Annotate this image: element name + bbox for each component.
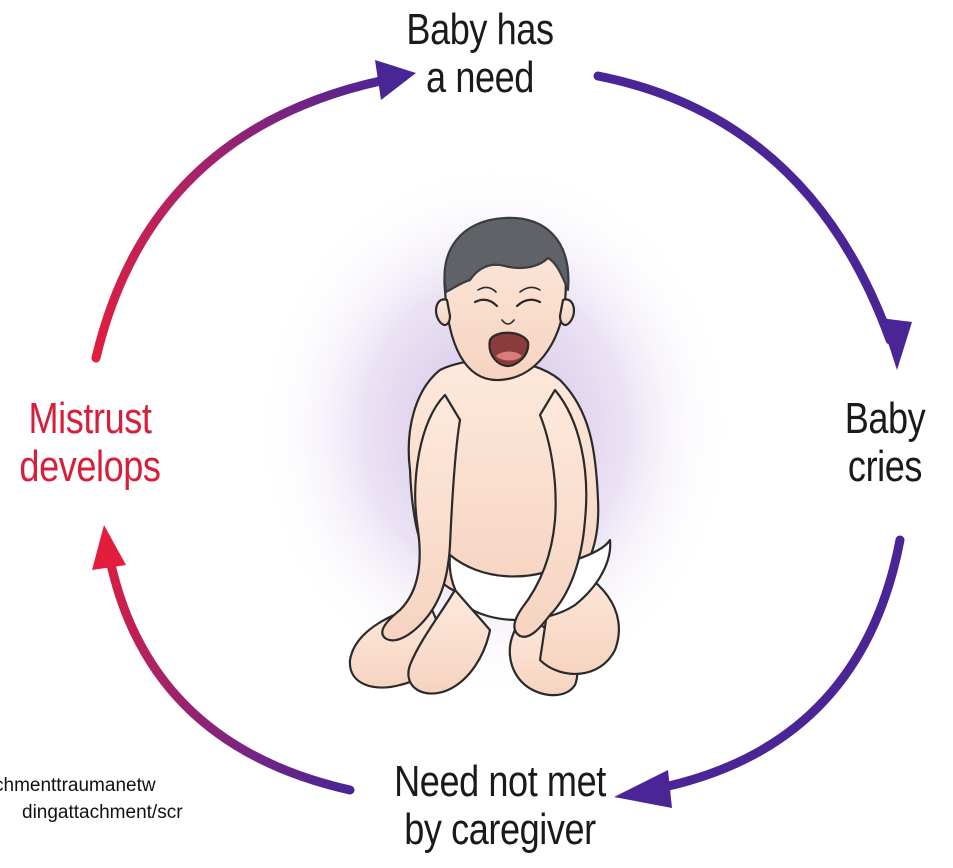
label-line: develops [16, 443, 164, 491]
source-line: ... [30, 826, 300, 840]
label-line: Mistrust [16, 395, 164, 443]
label-baby-has-need: Baby has a need [398, 6, 562, 101]
source-line: dingattachment/scr [22, 799, 300, 826]
label-line: a need [398, 54, 562, 102]
label-line: Baby [828, 395, 943, 443]
source-line: chmenttraumanetw [0, 772, 300, 799]
label-need-not-met: Need not met by caregiver [369, 758, 631, 853]
label-mistrust-develops: Mistrust develops [16, 395, 164, 490]
label-baby-cries: Baby cries [828, 395, 943, 490]
label-line: by caregiver [369, 806, 631, 854]
source-url-text: chmenttraumanetw dingattachment/scr ... [0, 772, 300, 840]
label-line: Need not met [369, 758, 631, 806]
label-line: cries [828, 443, 943, 491]
label-line: Baby has [398, 6, 562, 54]
